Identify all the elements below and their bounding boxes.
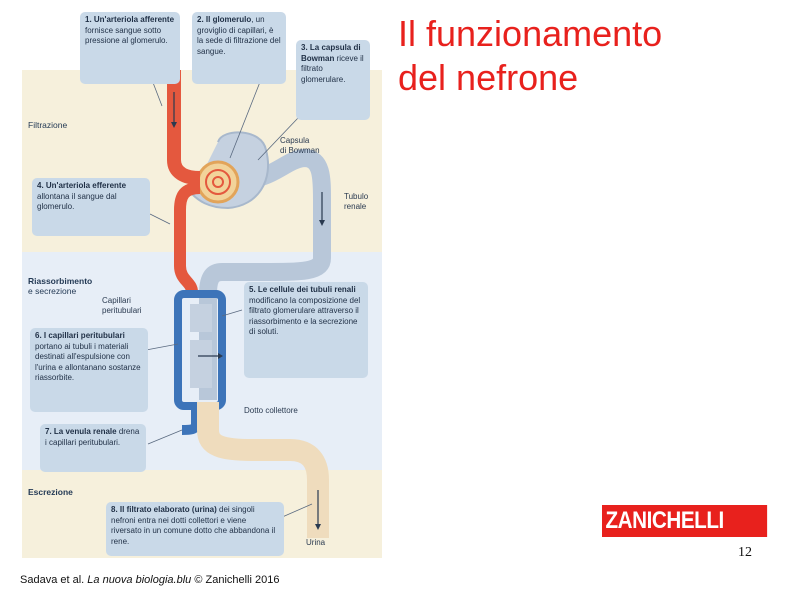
note-6-bold: 6. I capillari peritubulari [35, 331, 125, 340]
note-4-text: allontana il sangue dal glomerulo. [37, 191, 117, 212]
slide-title: Il funzionamento del nefrone [398, 12, 778, 100]
note-urine: 8. Il filtrato elaborato (urina) dei sin… [106, 502, 284, 556]
note-1-bold: 1. Un'arteriola afferente [85, 15, 175, 24]
note-peritubular-capillaries: 6. I capillari peritubulari portano ai t… [30, 328, 148, 412]
label-capillaries-line2: peritubulari [102, 305, 142, 315]
renal-tubule [199, 149, 331, 400]
note-1-text: fornisce sangue sotto pressione al glome… [85, 25, 168, 46]
citation: Sadava et al. La nuova biologia.blu © Za… [20, 574, 279, 586]
note-5-text: modificano la composizione del filtrato … [249, 295, 361, 337]
zone-label-reabsorption-line2: e secrezione [28, 286, 77, 296]
collecting-duct-shape [197, 402, 329, 538]
label-bowman-line1: Capsula [280, 136, 310, 145]
label-bowman-capsule: Capsula di Bowman [280, 136, 320, 155]
zone-label-excretion: Escrezione [28, 487, 73, 497]
label-collecting-duct: Dotto collettore [244, 406, 298, 415]
label-capillaries-line1: Capillari [102, 296, 131, 305]
page-number: 12 [738, 545, 752, 560]
note-bowman-capsule: 3. La capsula di Bowman riceve il filtra… [296, 40, 370, 120]
note-8-text: dei singoli nefroni entra nei dotti coll… [111, 505, 276, 546]
note-2-bold: 2. Il glomerulo [197, 15, 252, 24]
note-efferent-arteriole: 4. Un'arteriola efferente allontana il s… [32, 178, 150, 236]
renal-venule [181, 406, 201, 435]
label-peritubular-capillaries: Capillari peritubulari [102, 296, 142, 315]
note-3-bold: 3. La capsula di Bowman [301, 43, 361, 63]
citation-book: La nuova biologia.blu [87, 574, 192, 586]
slide-title-line2: del nefrone [398, 57, 579, 98]
note-renal-venule: 7. La venula renale drena i capillari pe… [40, 424, 146, 472]
note-5-bold: 5. Le cellule dei tubuli renali [249, 285, 356, 294]
note-7-text: drena i capillari peritubulari. [45, 427, 140, 447]
zone-label-reabsorption: Riassorbimento e secrezione [28, 276, 92, 296]
zone-label-reabsorption-line1: Riassorbimento [28, 276, 93, 286]
glomerulus [196, 160, 240, 204]
afferent-arteriole [167, 70, 201, 185]
note-afferent-arteriole: 1. Un'arteriola afferente fornisce sangu… [80, 12, 180, 84]
label-tubule-line1: Tubulo [344, 192, 369, 201]
note-8-bold: 8. Il filtrato elaborato (urina) [111, 505, 217, 514]
label-bowman-line2: di Bowman [280, 145, 320, 155]
citation-prefix: Sadava et al. [20, 574, 88, 586]
efferent-arteriole [174, 182, 201, 293]
label-tubule-line2: renale [344, 201, 367, 211]
note-glomerulus: 2. Il glomerulo, un groviglio di capilla… [192, 12, 286, 84]
note-2-text: , un groviglio di capillari, è la sede d… [197, 15, 281, 56]
citation-suffix: © Zanichelli 2016 [191, 574, 280, 586]
zanichelli-logo: ZANICHELLI [602, 505, 768, 537]
label-urine: Urina [306, 538, 326, 547]
note-7-bold: 7. La venula renale [45, 427, 117, 436]
note-4-bold: 4. Un'arteriola efferente [37, 181, 127, 190]
note-3-text: riceve il filtrato glomerulare. [301, 53, 364, 84]
slide-title-line1: Il funzionamento [398, 13, 663, 54]
nephron-figure: Filtrazione Riassorbimento e secrezione … [22, 10, 382, 558]
zone-label-filtration: Filtrazione [28, 120, 68, 130]
note-tubule-cells: 5. Le cellule dei tubuli renali modifica… [244, 282, 368, 378]
label-renal-tubule: Tubulo renale [344, 192, 368, 211]
note-6-text: portano ai tubuli i materiali destinati … [35, 341, 141, 383]
